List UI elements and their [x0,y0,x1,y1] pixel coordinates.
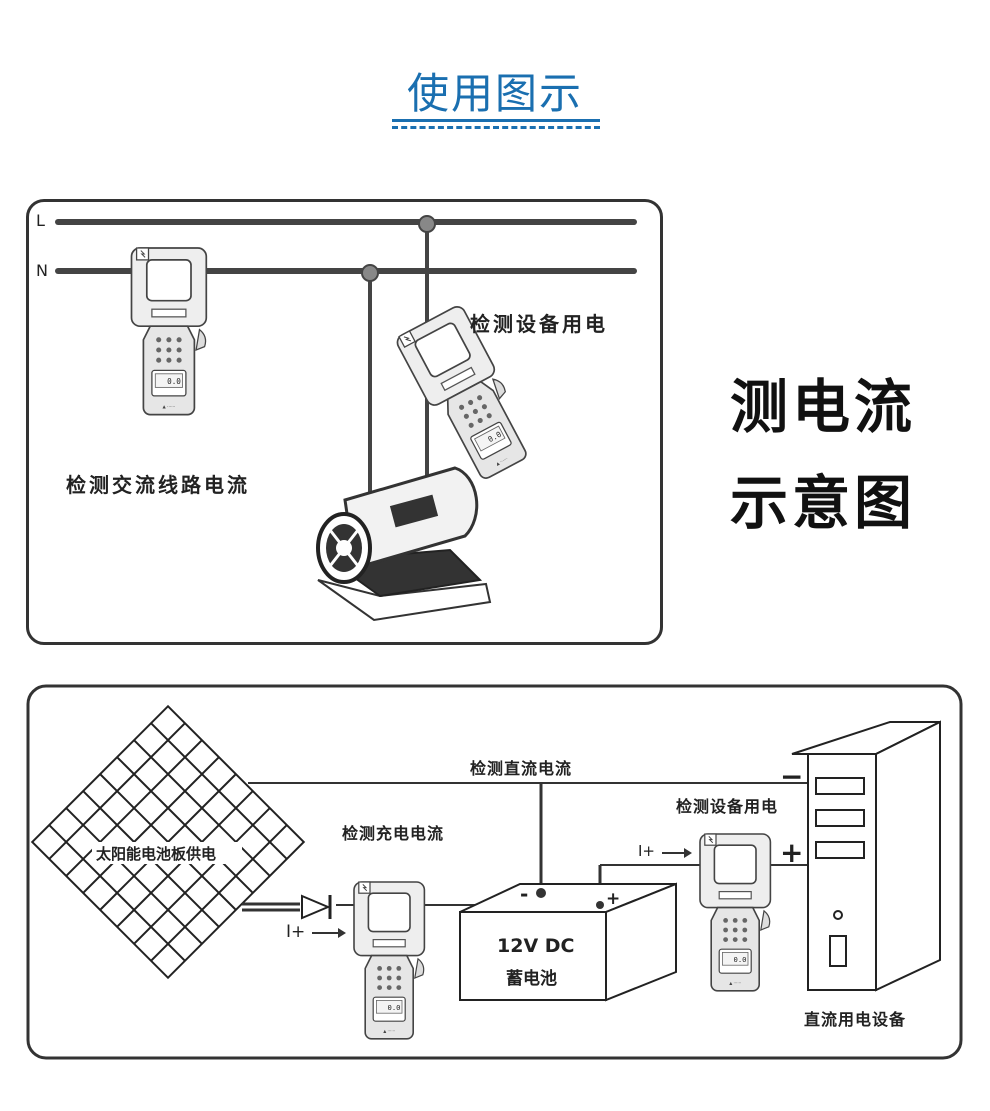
clamp-meter-dc-equipment [699,833,772,992]
side-title-line2: 示意图 [730,469,917,537]
dc-device-icon [791,720,941,992]
heater-appliance-icon [316,466,492,622]
dc-panel [26,684,963,1060]
side-title-line1: 测电流 [730,373,917,441]
battery-plus: + [606,889,621,909]
ac-line-current-label: 检测交流线路电流 [66,473,250,497]
dc-current-label: 检测直流电流 [470,759,573,778]
battery-voltage: 12V DC [497,935,575,957]
current-right-label: I+ [638,842,655,860]
charge-current-label: 检测充电电流 [342,824,445,843]
diode-icon [301,894,332,920]
page-title: 使用图示 [406,69,583,118]
dc-device-label: 直流用电设备 [804,1010,907,1029]
battery-icon [459,882,677,1002]
solar-label: 太阳能电池板供电 [96,845,217,863]
equipment-power-label: 检测设备用电 [470,312,608,336]
current-left-label: I+ [286,922,306,942]
line-n-label: N [36,261,48,280]
device-plus: + [780,836,804,869]
clamp-meter-ac-line [130,247,208,416]
dc-equipment-label: 检测设备用电 [676,797,779,816]
clamp-meter-charge [353,881,426,1040]
title-underline [392,119,600,122]
battery-name: 蓄电池 [506,969,557,989]
line-l-label: L [36,211,45,230]
title-dashed-underline [392,126,600,129]
battery-minus: - [520,882,529,906]
device-minus: − [780,760,804,793]
